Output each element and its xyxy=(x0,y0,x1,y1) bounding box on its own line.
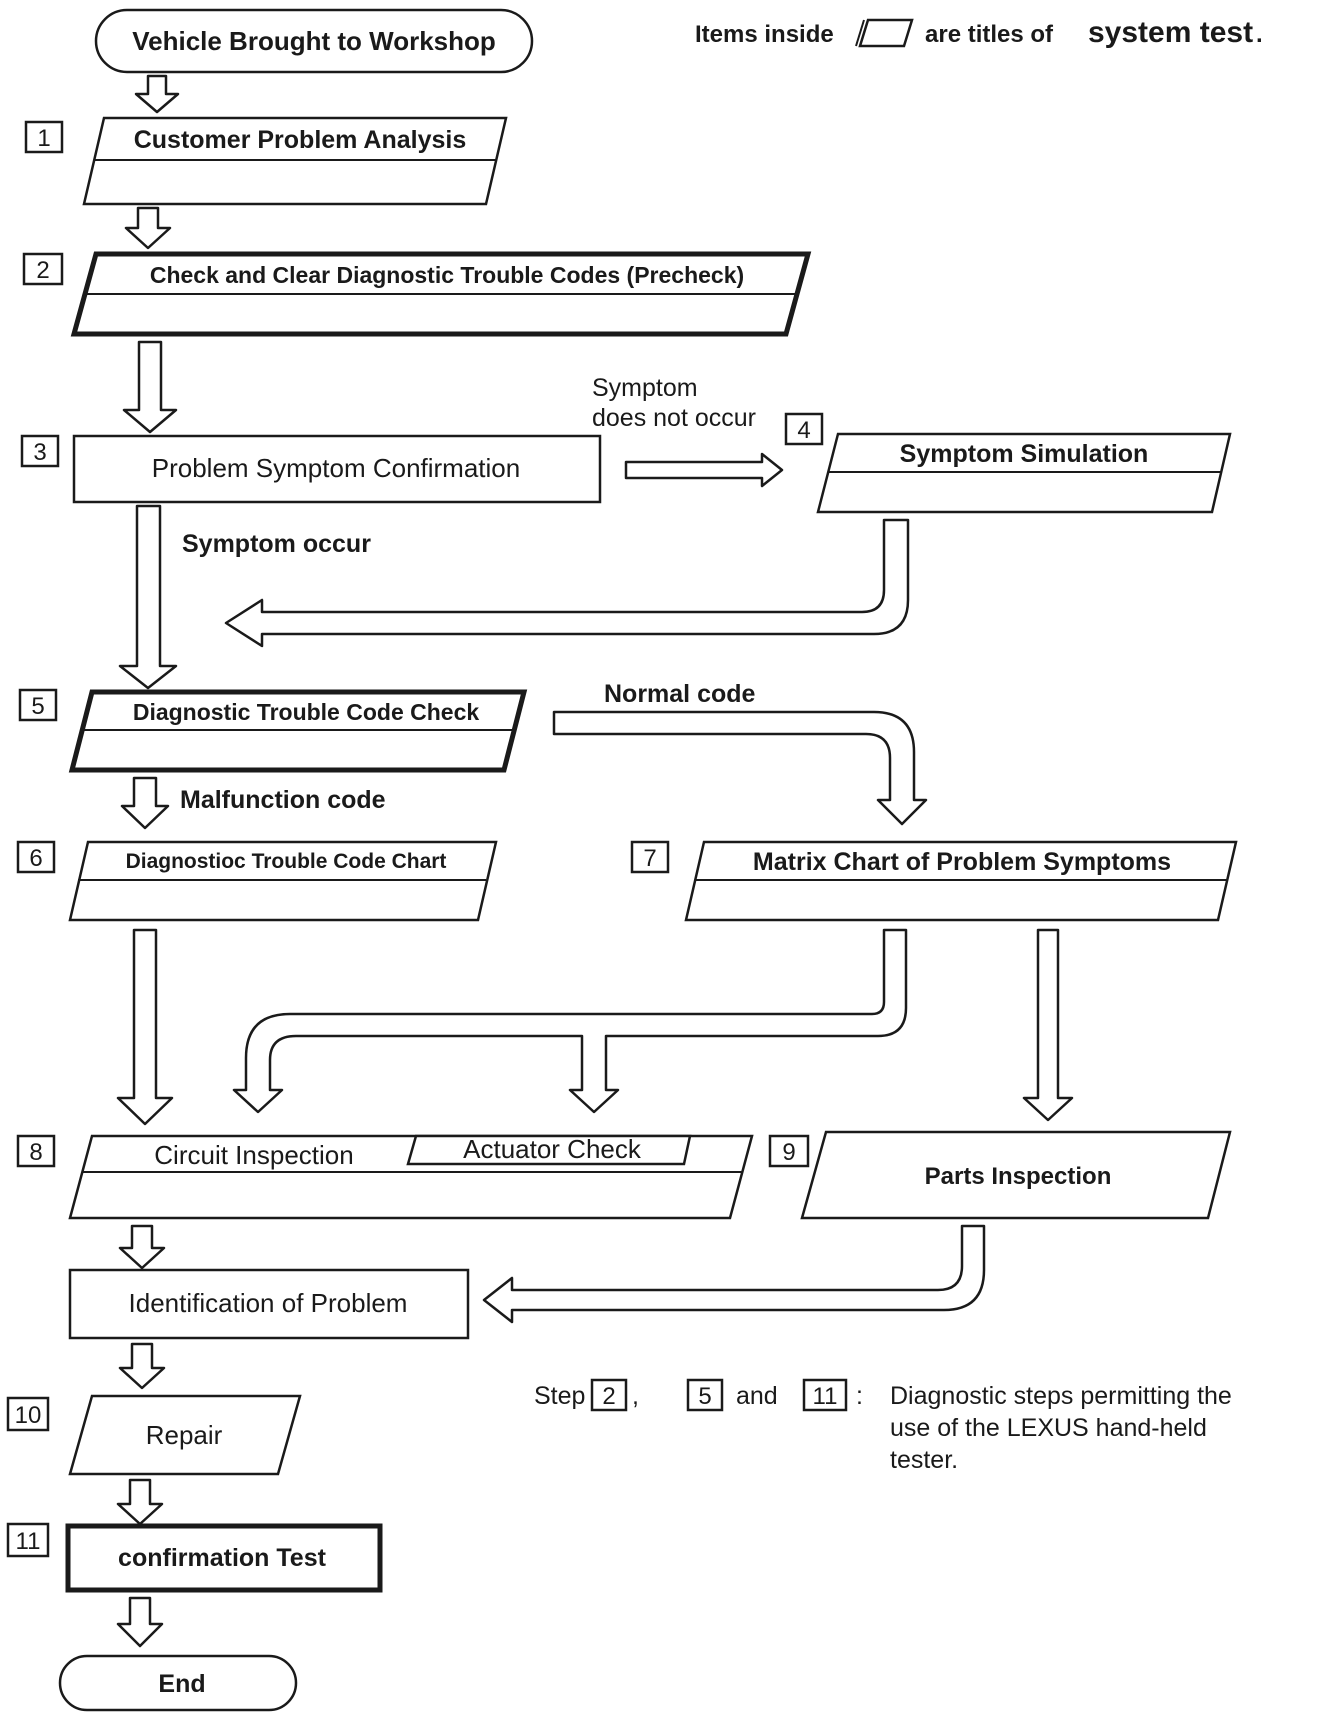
step-number-box xyxy=(630,840,670,874)
problem-symptom-confirmation-node xyxy=(72,434,602,504)
step-number-box xyxy=(22,252,64,286)
legend-tail: system test xyxy=(1088,16,1253,49)
dtc-chart-label: Diagnostioc Trouble Code Chart xyxy=(126,850,447,873)
step-number: 5 xyxy=(31,693,44,720)
step-number: 4 xyxy=(797,417,810,444)
note-line-2: use of the LEXUS hand-held xyxy=(890,1414,1207,1442)
step-number: 2 xyxy=(36,257,49,284)
end-terminal xyxy=(58,1654,298,1712)
dtc-check-label: Diagnostic Trouble Code Check xyxy=(133,699,480,725)
note-number-b: 5 xyxy=(698,1383,711,1410)
arrow-7-to-8 xyxy=(232,928,908,1114)
legend: Items inside are titles of system test . xyxy=(695,16,1263,49)
arrow-5-to-7 xyxy=(552,710,928,826)
matrix-chart-label: Matrix Chart of Problem Symptoms xyxy=(753,848,1171,876)
circuit-inspection-label: Circuit Inspection xyxy=(154,1140,353,1170)
identification-of-problem-node xyxy=(68,1268,470,1340)
arrow-7-to-9 xyxy=(1022,928,1074,1122)
arrow-9-to-identification xyxy=(482,1224,986,1324)
arrow-2-to-3 xyxy=(122,340,178,434)
repair-label: Repair xyxy=(146,1420,223,1450)
step-number: 3 xyxy=(33,439,46,466)
start-label: Vehicle Brought to Workshop xyxy=(132,26,496,56)
hand-held-tester-note: Step 2 , 5 and 11 : Diagnostic steps per… xyxy=(534,1378,1232,1474)
identification-of-problem-label: Identification of Problem xyxy=(129,1288,408,1318)
arrow-6-to-8 xyxy=(116,928,174,1126)
step-number: 1 xyxy=(37,125,50,152)
check-clear-dtc-label: Check and Clear Diagnostic Trouble Codes… xyxy=(150,262,744,288)
edge-label-occur: Symptom occur xyxy=(182,530,371,558)
step-number-box xyxy=(784,412,824,446)
arrow-3-to-4 xyxy=(624,452,784,488)
arrow-5-to-6 xyxy=(120,776,170,830)
note-number-a: 2 xyxy=(602,1383,615,1410)
arrow-3-to-5 xyxy=(118,504,178,690)
arrow-start-to-1 xyxy=(134,74,180,114)
repair-node xyxy=(68,1394,302,1476)
step-number: 8 xyxy=(29,1139,42,1166)
parts-inspection-label: Parts Inspection xyxy=(925,1163,1112,1190)
edge-label-malfunction: Malfunction code xyxy=(180,786,386,814)
confirmation-test-node xyxy=(65,1523,383,1593)
arrow-10-to-11 xyxy=(116,1478,164,1526)
actuator-check-label: Actuator Check xyxy=(463,1134,642,1164)
arrow-identification-to-10 xyxy=(118,1342,166,1390)
step-number-box xyxy=(6,1396,50,1432)
legend-prefix: Items inside xyxy=(695,21,834,48)
edge-label-not-occur-2: does not occur xyxy=(592,404,756,432)
start-terminal xyxy=(94,8,534,74)
arrow-4-return xyxy=(224,518,910,648)
step-number: 9 xyxy=(782,1139,795,1166)
note-number-box xyxy=(802,1378,848,1412)
actuator-check-node xyxy=(406,1134,692,1166)
note-line-1: Diagnostic steps permitting the xyxy=(890,1382,1232,1410)
edge-label-normal: Normal code xyxy=(604,680,756,708)
note-and-word: and xyxy=(736,1382,778,1410)
legend-parallelogram-icon xyxy=(858,18,914,48)
problem-symptom-confirmation-label: Problem Symptom Confirmation xyxy=(152,453,520,483)
legend-parallelogram-inner xyxy=(855,19,865,47)
note-line-3: tester. xyxy=(890,1446,958,1474)
parts-inspection-node xyxy=(800,1130,1232,1220)
arrow-1-to-2 xyxy=(124,206,172,250)
symptom-simulation-label: Symptom Simulation xyxy=(900,440,1149,468)
note-number-c: 11 xyxy=(813,1383,838,1410)
step-number: 11 xyxy=(16,1528,41,1555)
step-number-box xyxy=(24,120,64,154)
note-number-box xyxy=(686,1378,724,1412)
confirmation-test-label: confirmation Test xyxy=(118,1544,327,1572)
step-number-box xyxy=(16,1134,56,1168)
note-number-box xyxy=(590,1378,628,1412)
legend-suffix: are titles of xyxy=(925,21,1054,48)
step-number: 7 xyxy=(643,845,656,872)
end-label: End xyxy=(158,1670,205,1698)
note-comma: , xyxy=(632,1382,639,1410)
step-number-box xyxy=(18,688,58,722)
edge-label-not-occur-1: Symptom xyxy=(592,374,698,402)
step-number-box xyxy=(20,434,60,468)
arrow-11-to-end xyxy=(116,1596,164,1648)
legend-end: . xyxy=(1256,21,1263,48)
step-number-box xyxy=(6,1522,50,1558)
step-number-box xyxy=(768,1134,810,1168)
step-number-box xyxy=(16,840,56,874)
arrow-8-to-identification xyxy=(118,1224,166,1270)
customer-problem-analysis-label: Customer Problem Analysis xyxy=(134,126,467,154)
note-step-word: Step xyxy=(534,1382,585,1410)
step-number: 10 xyxy=(15,1402,42,1429)
step-number: 6 xyxy=(29,845,42,872)
note-colon: : xyxy=(856,1382,863,1410)
